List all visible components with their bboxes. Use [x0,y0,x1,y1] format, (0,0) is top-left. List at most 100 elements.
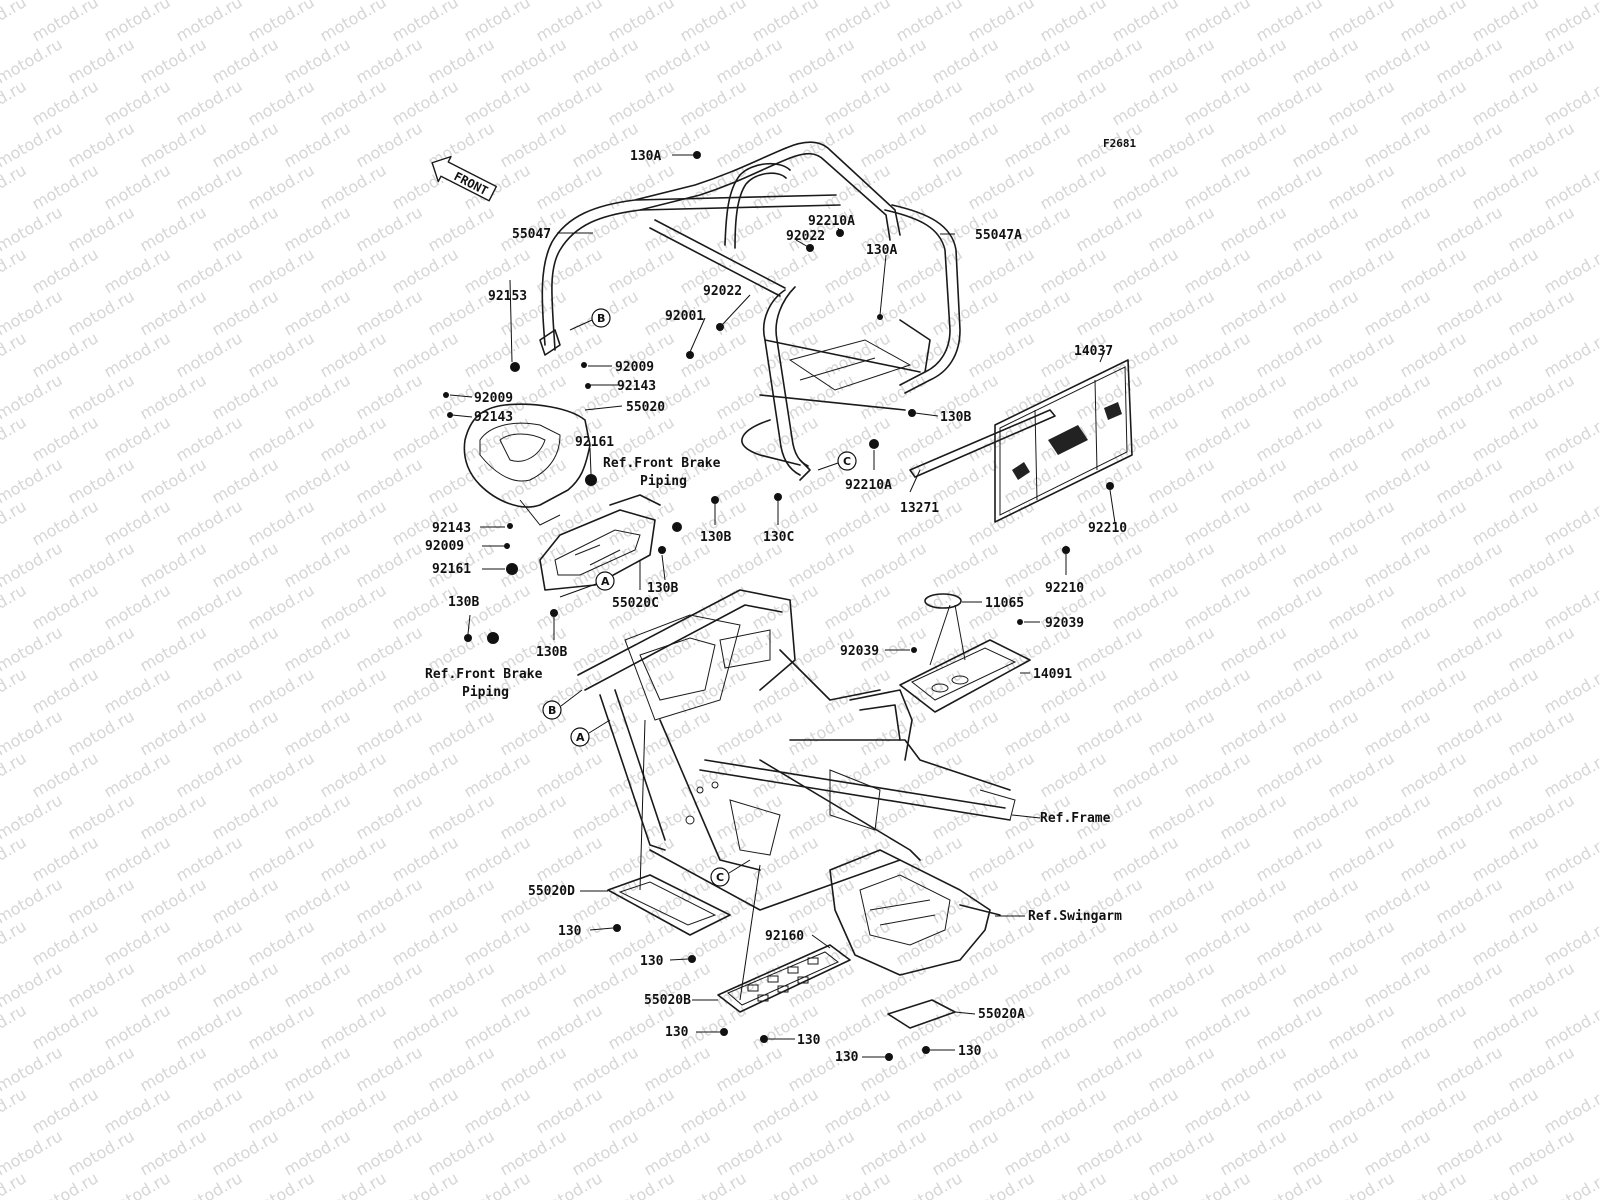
watermark-text: motod.ru [1181,580,1254,633]
watermark-text: motod.ru [1361,202,1434,255]
watermark-text: motod.ru [1505,706,1578,759]
watermark-text: motod.ru [1181,160,1254,213]
watermark-text: motod.ru [461,76,534,129]
watermark-text: motod.ru [1433,202,1506,255]
watermark-text: motod.ru [1253,1084,1326,1137]
watermark-text: motod.ru [1469,580,1542,633]
swingarm [829,849,1001,976]
watermark-text: motod.ru [749,1168,822,1200]
label-11065: 11065 [985,596,1024,611]
watermark-text: motod.ru [1361,706,1434,759]
watermark-text: motod.ru [1217,790,1290,843]
watermark-text: motod.ru [0,118,66,171]
watermark-text: motod.ru [29,1168,102,1200]
watermark-text: motod.ru [1361,538,1434,591]
watermark-text: motod.ru [1541,1168,1600,1200]
watermark-text: motod.ru [281,1042,354,1095]
watermark-text: motod.ru [821,328,894,381]
watermark-text: motod.ru [1541,328,1600,381]
label-55020A: 55020A [978,1007,1025,1022]
label-130B-d: 130B [448,595,479,610]
watermark-text: motod.ru [137,706,210,759]
watermark-text: motod.ru [1181,412,1254,465]
watermark-text: motod.ru [245,412,318,465]
watermark-text: motod.ru [0,202,66,255]
watermark-text: motod.ru [0,916,30,969]
watermark-text: motod.ru [1109,76,1182,129]
watermark-text: motod.ru [281,118,354,171]
watermark-text: motod.ru [497,874,570,927]
watermark-text: motod.ru [497,958,570,1011]
ref-front-brake-top-piping: Piping [640,474,687,489]
watermark-text: motod.ru [389,76,462,129]
label-130A-top: 130A [630,149,661,164]
watermark-text: motod.ru [353,538,426,591]
watermark-text: motod.ru [1109,328,1182,381]
watermark-text: motod.ru [605,1084,678,1137]
watermark-text: motod.ru [173,580,246,633]
watermark-text: motod.ru [0,832,30,885]
watermark-text: motod.ru [137,34,210,87]
watermark-text: motod.ru [1037,916,1110,969]
label-130B-e: 130B [536,645,567,660]
ref-front-brake-bottom-piping: Piping [462,685,509,700]
watermark-text: motod.ru [1181,664,1254,717]
watermark-text: motod.ru [173,1000,246,1053]
watermark-text: motod.ru [1253,1000,1326,1053]
watermark-text: motod.ru [425,790,498,843]
watermark-text: motod.ru [0,76,30,129]
label-130-c: 130 [665,1025,689,1040]
watermark-text: motod.ru [1253,0,1326,45]
watermark-text: motod.ru [497,1126,570,1179]
watermark-text: motod.ru [0,748,30,801]
watermark-text: motod.ru [497,118,570,171]
watermark-text: motod.ru [785,706,858,759]
watermark-text: motod.ru [1289,706,1362,759]
watermark-text: motod.ru [245,664,318,717]
watermark-text: motod.ru [1541,244,1600,297]
watermark-text: motod.ru [1253,1168,1326,1200]
watermark-text: motod.ru [1001,34,1074,87]
watermark-text: motod.ru [1145,1126,1218,1179]
fastener-dots [443,151,1114,1061]
watermark-text: motod.ru [1469,412,1542,465]
watermark-text: motod.ru [173,160,246,213]
watermark-text: motod.ru [353,622,426,675]
watermark-text: motod.ru [965,1168,1038,1200]
watermark-text: motod.ru [461,1000,534,1053]
watermark-text: motod.ru [1325,76,1398,129]
main-frame [577,589,1016,911]
watermark-text: motod.ru [1469,160,1542,213]
watermark-text: motod.ru [1037,160,1110,213]
watermark-text: motod.ru [281,34,354,87]
watermark-text: motod.ru [65,706,138,759]
watermark-text: motod.ru [0,286,66,339]
watermark-text: motod.ru [785,286,858,339]
watermark-text: motod.ru [1073,958,1146,1011]
watermark-text: motod.ru [1073,706,1146,759]
watermark-text: motod.ru [893,832,966,885]
watermark-text: motod.ru [1541,664,1600,717]
watermark-text: motod.ru [1001,1126,1074,1179]
watermark-text: motod.ru [1325,1084,1398,1137]
watermark-text: motod.ru [965,244,1038,297]
watermark-text: motod.ru [749,76,822,129]
watermark-text: motod.ru [317,496,390,549]
watermark-text: motod.ru [101,580,174,633]
watermark-text: motod.ru [29,160,102,213]
callout-A-low: A [570,727,590,747]
watermark-text: motod.ru [1181,244,1254,297]
watermark-text: motod.ru [857,706,930,759]
watermark-text: motod.ru [965,328,1038,381]
watermark-text: motod.ru [1181,76,1254,129]
watermark-text: motod.ru [353,118,426,171]
watermark-text: motod.ru [785,370,858,423]
watermark-text: motod.ru [317,160,390,213]
watermark-text: motod.ru [929,622,1002,675]
watermark-text: motod.ru [1253,412,1326,465]
watermark-text: motod.ru [713,454,786,507]
watermark-text: motod.ru [857,874,930,927]
watermark-text: motod.ru [1001,706,1074,759]
watermark-text: motod.ru [173,832,246,885]
label-130B-c: 130B [647,581,678,596]
